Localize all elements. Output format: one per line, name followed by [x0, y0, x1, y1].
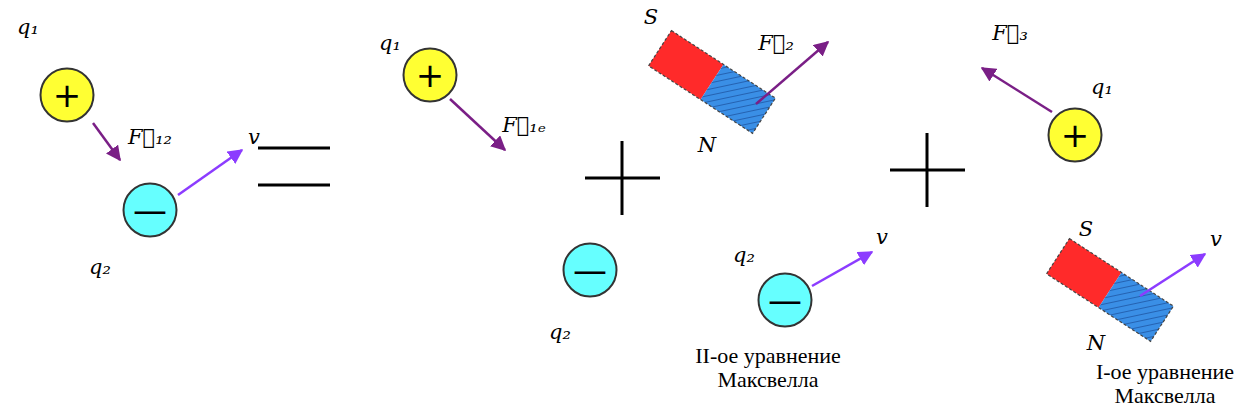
charge-name: q₂	[549, 321, 571, 344]
charge-name: q₁	[1091, 76, 1113, 99]
velocity-label: v	[1210, 228, 1222, 251]
equals-sign	[258, 148, 330, 185]
pole-label: S	[644, 6, 658, 29]
force-label: F⃗₁ₑ	[502, 114, 546, 137]
magnet	[649, 31, 776, 134]
velocity-label: v	[248, 126, 260, 149]
negative-charge: —	[562, 242, 618, 298]
force-label: F⃗₃	[992, 22, 1028, 45]
equation-caption: I-ое уравнение Максвелла	[1094, 360, 1236, 408]
negative-charge: —	[757, 272, 813, 328]
pole-label: N	[698, 134, 716, 157]
velocity-vector	[1140, 254, 1205, 296]
charge-sign: +	[402, 47, 458, 103]
force-vector	[982, 68, 1052, 112]
charge-name: q₁	[17, 16, 39, 39]
charge-sign: —	[757, 272, 813, 328]
charge-sign: +	[1047, 107, 1103, 163]
velocity-label: v	[876, 226, 888, 249]
negative-charge: —	[122, 182, 178, 238]
plus-sign	[890, 133, 965, 207]
force-vector	[450, 99, 505, 150]
charge-name: q₂	[89, 256, 111, 279]
charge-sign: —	[562, 242, 618, 298]
charge-name: q₂	[733, 244, 755, 267]
charge-sign: —	[122, 182, 178, 238]
charge-sign: +	[39, 67, 95, 123]
positive-charge: +	[402, 47, 458, 103]
positive-charge: +	[39, 67, 95, 123]
velocity-vector	[178, 150, 242, 195]
force-label: F⃗₁₂	[128, 126, 172, 149]
positive-charge: +	[1047, 107, 1103, 163]
equation-caption: II-ое уравнение Максвелла	[668, 344, 868, 392]
force-vector	[93, 123, 120, 160]
force-label: F⃗₂	[758, 32, 794, 55]
magnet	[1047, 239, 1174, 342]
velocity-vector	[812, 252, 872, 286]
plus-sign	[585, 141, 660, 215]
pole-label: S	[1079, 218, 1093, 241]
charge-name: q₁	[379, 32, 401, 55]
pole-label: N	[1087, 332, 1105, 355]
